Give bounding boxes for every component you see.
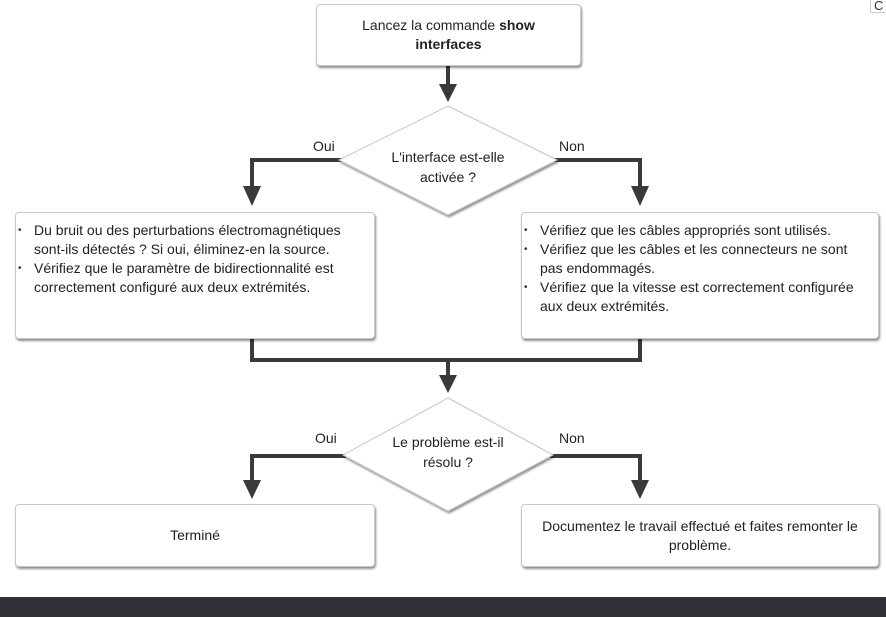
start-step-text: Lancez la commande	[362, 17, 500, 33]
decision2-no-label: Non	[559, 430, 585, 446]
start-step-command: show interfaces	[415, 17, 535, 52]
decision1-text: L'interface est-elle activée ?	[391, 149, 505, 185]
corner-tab[interactable]: C	[870, 0, 886, 13]
connector-decision2-yes	[250, 454, 346, 486]
arrowhead-right-box	[631, 186, 649, 206]
bottom-bar	[0, 597, 886, 617]
start-step-box: Lancez la commande show interfaces	[316, 4, 581, 66]
yes-action-item: Du bruit ou des perturbations électromag…	[18, 221, 364, 259]
decision1-no-label: Non	[559, 138, 585, 154]
arrowhead-decision1	[439, 84, 457, 102]
no-action-item: Vérifiez que les câbles appropriés sont …	[524, 221, 872, 240]
yes-action-item: Vérifiez que le paramètre de bidirection…	[18, 259, 364, 297]
decision1-diamond	[337, 105, 559, 216]
arrowhead-decision2	[439, 375, 457, 393]
connector-decision1-yes	[250, 158, 342, 192]
end-escalate-text: Documentez le travail effectué et faites…	[542, 517, 858, 553]
connector-decision2-no	[550, 454, 642, 486]
end-done-text: Terminé	[170, 527, 220, 543]
arrowhead-end-left	[243, 480, 261, 499]
connector-merge	[250, 337, 642, 362]
no-action-item: Vérifiez que la vitesse est correctement…	[524, 278, 872, 316]
decision2-yes-label: Oui	[315, 430, 337, 446]
arrowhead-left-box	[243, 186, 261, 206]
no-action-item: Vérifiez que les câbles et les connecteu…	[524, 240, 872, 278]
connector-decision1-no	[554, 158, 642, 192]
end-escalate-box: Documentez le travail effectué et faites…	[521, 504, 879, 567]
decision1-yes-label: Oui	[313, 138, 335, 154]
arrowhead-end-right	[631, 480, 649, 499]
end-done-box: Terminé	[15, 504, 375, 567]
yes-actions-box: Du bruit ou des perturbations électromag…	[15, 212, 375, 339]
decision2-diamond	[341, 397, 555, 512]
decision2-text: Le problème est-il résolu ?	[392, 434, 504, 470]
no-actions-box: Vérifiez que les câbles appropriés sont …	[521, 212, 879, 339]
